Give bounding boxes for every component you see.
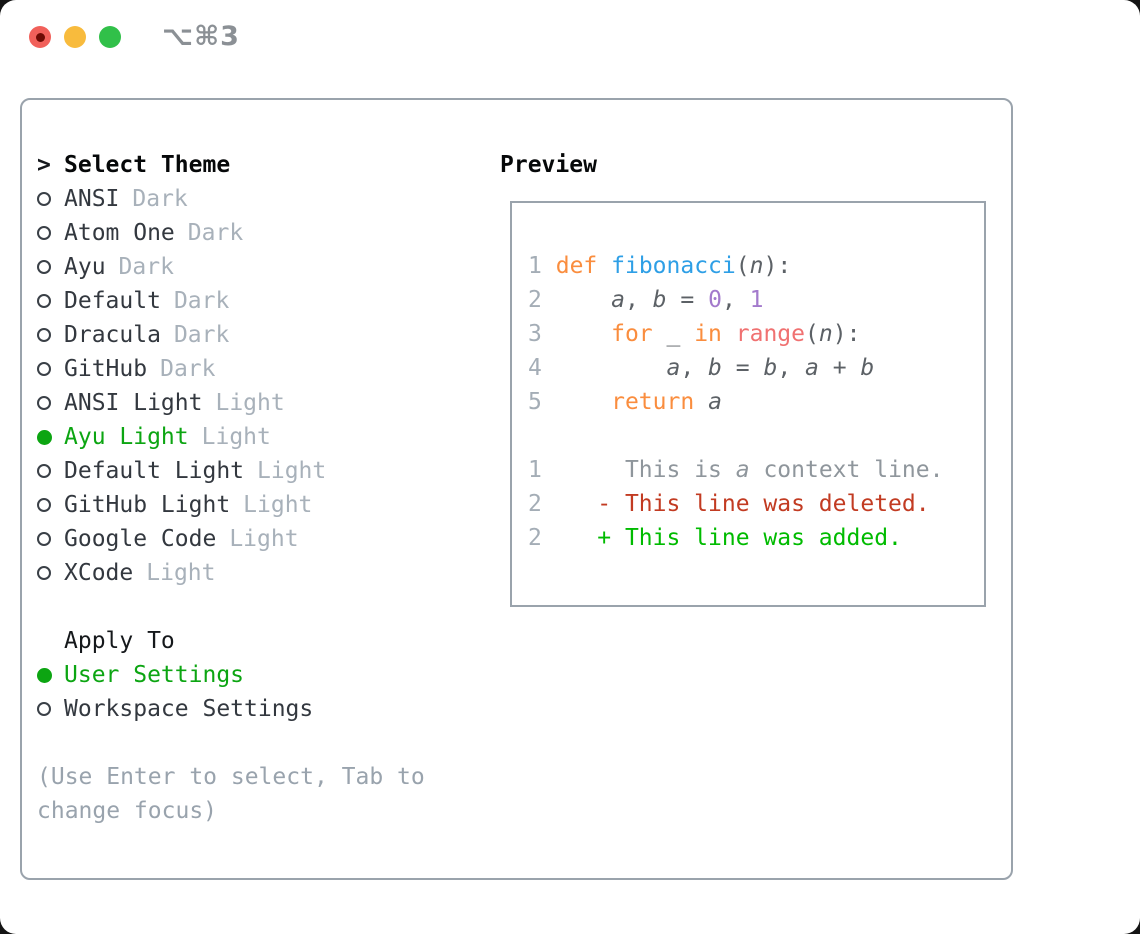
theme-option-default[interactable]: Default Dark	[37, 284, 489, 318]
close-dot-icon	[35, 32, 45, 42]
option-label: Ayu Light	[64, 424, 189, 450]
apply-option-workspace-settings[interactable]: Workspace Settings	[37, 692, 489, 726]
theme-option-github[interactable]: GitHub Dark	[37, 352, 489, 386]
theme-option-github-light[interactable]: GitHub Light Light	[37, 488, 489, 522]
select-theme-header: > Select Theme	[37, 148, 489, 182]
radio-icon	[37, 328, 64, 342]
radio-icon	[37, 294, 64, 308]
radio-icon	[37, 532, 64, 546]
theme-variant-label: Dark	[132, 186, 188, 212]
theme-variant-label: Light	[201, 424, 271, 450]
theme-variant-label: Light	[146, 560, 216, 586]
option-label: Google Code	[64, 526, 217, 552]
theme-variant-label: Light	[215, 390, 285, 416]
theme-option-dracula[interactable]: Dracula Dark	[37, 318, 489, 352]
option-label: ANSI Light	[64, 390, 203, 416]
option-label: Default Light	[64, 458, 245, 484]
option-label: GitHub	[64, 356, 148, 382]
radio-selected-icon	[37, 667, 64, 683]
theme-option-xcode[interactable]: XCode Light	[37, 556, 489, 590]
apply-option-user-settings[interactable]: User Settings	[37, 658, 489, 692]
option-label: User Settings	[64, 662, 245, 688]
preview-label: Preview	[500, 152, 597, 178]
code-line: 2 + This line was added.	[528, 525, 902, 551]
code-line: 3 for _ in range(n):	[528, 321, 861, 347]
option-label: Dracula	[64, 322, 161, 348]
radio-selected-icon	[37, 429, 64, 445]
radio-icon	[37, 566, 64, 580]
theme-variant-label: Light	[229, 526, 299, 552]
theme-option-ayu[interactable]: Ayu Dark	[37, 250, 489, 284]
close-window-button[interactable]	[29, 26, 51, 48]
theme-option-ansi[interactable]: ANSI Dark	[37, 182, 489, 216]
code-line: 1 def fibonacci(n):	[528, 253, 792, 279]
theme-variant-label: Dark	[160, 356, 216, 382]
option-label: GitHub Light	[64, 492, 231, 518]
title-bar: ⌥⌘3	[0, 0, 1140, 74]
apply-to-label: Apply To	[64, 628, 175, 654]
code-line: 1 This is a context line.	[528, 457, 944, 483]
radio-icon	[37, 260, 64, 274]
option-label: ANSI	[64, 186, 120, 212]
theme-option-atom-one[interactable]: Atom One Dark	[37, 216, 489, 250]
option-label: Default	[64, 288, 161, 314]
theme-option-google-code[interactable]: Google Code Light	[37, 522, 489, 556]
focus-caret-icon: >	[37, 152, 51, 178]
theme-option-ansi-light[interactable]: ANSI Light Light	[37, 386, 489, 420]
option-label: XCode	[64, 560, 134, 586]
code-line: 2 - This line was deleted.	[528, 491, 930, 517]
theme-variant-label: Light	[257, 458, 327, 484]
theme-variant-label: Light	[243, 492, 313, 518]
preview-box: 1 def fibonacci(n): 2 a, b = 0, 1 3 for _ …	[510, 201, 986, 607]
theme-option-ayu-light[interactable]: Ayu Light Light	[37, 420, 489, 454]
code-line	[528, 419, 984, 453]
radio-icon	[37, 396, 64, 410]
apply-to-header: Apply To	[37, 624, 489, 658]
window-title: ⌥⌘3	[162, 21, 240, 52]
radio-icon	[37, 464, 64, 478]
code-preview: 1 def fibonacci(n): 2 a, b = 0, 1 3 for _ …	[512, 203, 984, 555]
code-line: 2 a, b = 0, 1	[528, 287, 764, 313]
theme-option-default-light[interactable]: Default Light Light	[37, 454, 489, 488]
theme-variant-label: Dark	[173, 288, 230, 314]
radio-icon	[37, 226, 64, 240]
theme-variant-label: Dark	[187, 220, 244, 246]
zoom-window-button[interactable]	[99, 26, 121, 48]
theme-variant-label: Dark	[118, 254, 174, 280]
radio-icon	[37, 702, 64, 716]
option-label: Ayu	[64, 254, 106, 280]
option-label: Workspace Settings	[64, 696, 314, 722]
code-line: 4 a, b = b, a + b	[528, 355, 875, 381]
minimize-window-button[interactable]	[64, 26, 86, 48]
theme-variant-label: Dark	[173, 322, 230, 348]
keyboard-hint: (Use Enter to select, Tab to change focu…	[37, 764, 425, 824]
option-label: Atom One	[64, 220, 175, 246]
code-line: 5 return a	[528, 389, 722, 415]
select-theme-label: Select Theme	[64, 152, 231, 178]
radio-icon	[37, 192, 64, 206]
radio-icon	[37, 498, 64, 512]
radio-icon	[37, 362, 64, 376]
